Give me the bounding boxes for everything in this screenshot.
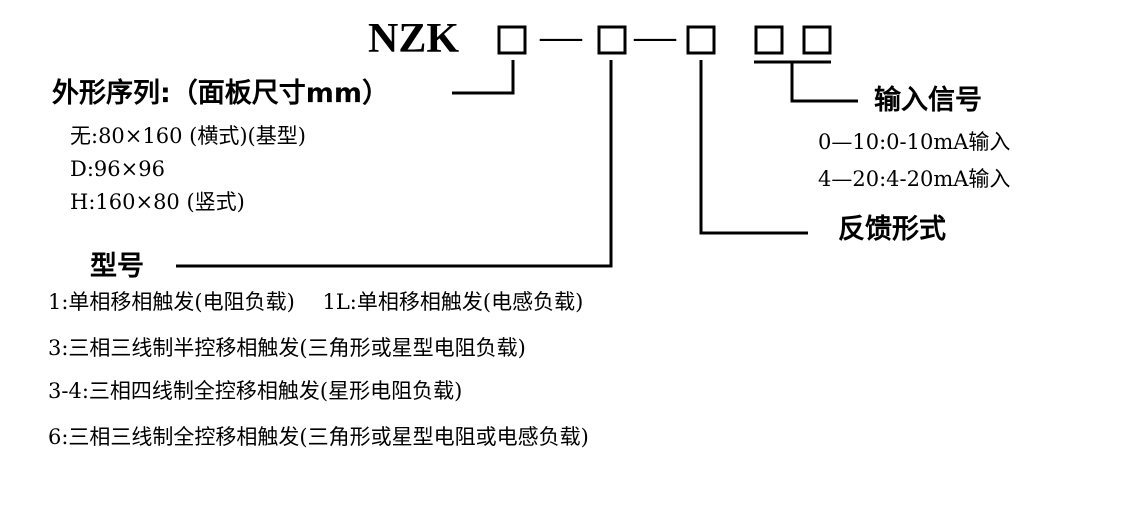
input-option-4-20: 4—20:4-20mA输入 bbox=[818, 167, 1011, 191]
model-connector bbox=[176, 60, 613, 268]
shape-option-d: D:96×96 bbox=[70, 157, 165, 181]
input-option-0-10: 0—10:0-10mA输入 bbox=[818, 130, 1011, 154]
code-box-shape bbox=[497, 25, 527, 55]
product-code: NZK bbox=[368, 16, 460, 62]
code-box-feedback bbox=[686, 25, 716, 55]
shape-connector bbox=[452, 60, 515, 95]
code-box-input-2 bbox=[802, 25, 832, 55]
code-box-model bbox=[597, 25, 627, 55]
model-option-6: 6:三相三线制全控移相触发(三角形或星型电阻或电感负载) bbox=[48, 425, 589, 449]
code-box-input-1 bbox=[754, 25, 784, 55]
shape-option-none: 无:80×160 (横式)(基型) bbox=[70, 124, 306, 148]
model-option-3: 3:三相三线制半控移相触发(三角形或星型电阻负载) bbox=[48, 336, 526, 360]
input-connector bbox=[790, 62, 858, 103]
code-separator-1: — bbox=[540, 14, 582, 60]
shape-label: 外形序列:（面板尺寸mm） bbox=[52, 78, 390, 109]
model-option-1: 1:单相移相触发(电阻负载) 1L:单相移相触发(电感负载) bbox=[48, 290, 584, 314]
model-label: 型号 bbox=[90, 251, 144, 282]
feedback-label: 反馈形式 bbox=[838, 214, 946, 245]
model-option-3-4: 3-4:三相四线制全控移相触发(星形电阻负载) bbox=[48, 379, 463, 403]
input-label: 输入信号 bbox=[874, 85, 982, 116]
shape-option-h: H:160×80 (竖式) bbox=[70, 190, 245, 214]
code-separator-2: — bbox=[634, 14, 676, 60]
feedback-connector bbox=[699, 60, 808, 235]
